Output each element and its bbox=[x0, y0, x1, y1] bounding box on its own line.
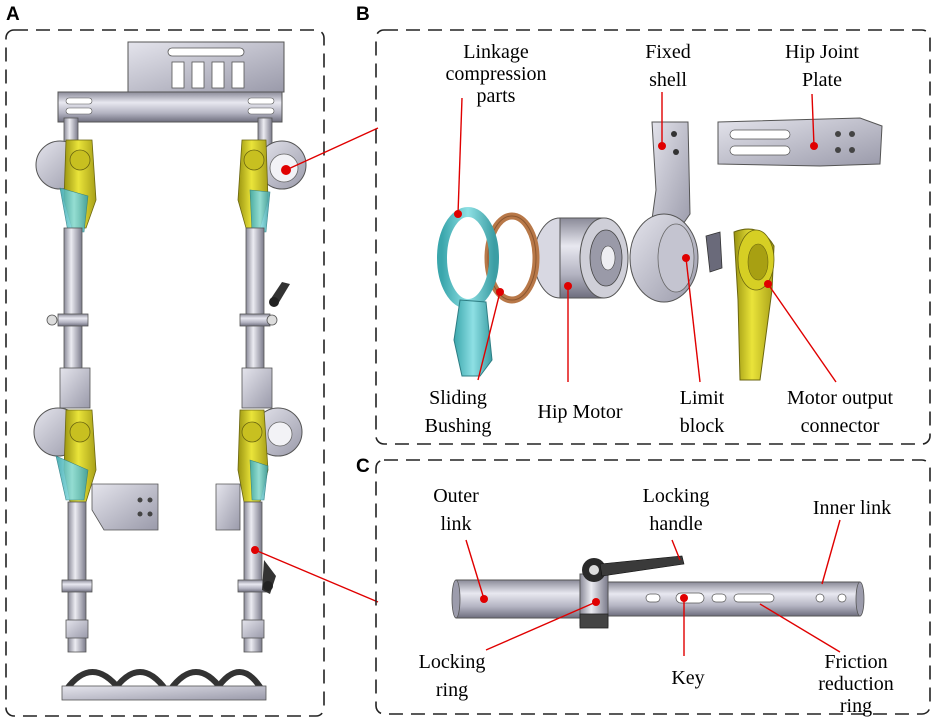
label-outer-1: Outer bbox=[433, 485, 479, 507]
leader-friction bbox=[759, 603, 841, 653]
label-hip-plate-1: Hip Joint bbox=[785, 41, 859, 63]
label-hip-plate-2: Plate bbox=[802, 69, 842, 91]
label-sliding-1: Sliding bbox=[429, 387, 487, 409]
panel-c: C bbox=[356, 456, 931, 717]
exoskeleton-frame-drawing bbox=[33, 41, 307, 701]
leader-motor-out bbox=[767, 283, 837, 383]
leader-locking-handle bbox=[671, 539, 681, 561]
label-fixed-shell-2: shell bbox=[649, 69, 687, 91]
panel-a-letter: A bbox=[6, 4, 20, 25]
connector-hip-to-b bbox=[285, 127, 379, 171]
label-friction-2: reduction bbox=[818, 673, 894, 695]
leader-linkage bbox=[457, 97, 463, 215]
label-sliding-2: Bushing bbox=[425, 415, 492, 437]
panel-c-letter: C bbox=[356, 456, 370, 477]
label-motor-out-2: connector bbox=[801, 415, 880, 437]
label-limit-1: Limit bbox=[680, 387, 725, 409]
leader-limit bbox=[685, 257, 701, 383]
leader-inner-link bbox=[821, 519, 841, 585]
leader-locking-ring bbox=[485, 601, 597, 651]
label-key: Key bbox=[671, 667, 704, 689]
label-linkage-3: parts bbox=[477, 85, 516, 107]
link-assembly-drawing bbox=[451, 555, 865, 629]
label-ring-2: ring bbox=[436, 679, 468, 701]
label-linkage-2: compression bbox=[445, 63, 546, 85]
panel-b: B bbox=[356, 4, 931, 445]
panel-b-frame bbox=[375, 29, 931, 445]
label-fixed-shell-1: Fixed bbox=[645, 41, 691, 63]
label-handle-2: handle bbox=[649, 513, 702, 535]
label-hip-motor: Hip Motor bbox=[538, 401, 623, 423]
label-handle-1: Locking bbox=[643, 485, 710, 507]
label-friction-3: ring bbox=[840, 695, 872, 717]
label-ring-1: Locking bbox=[419, 651, 486, 673]
panel-c-frame bbox=[375, 459, 931, 715]
panel-a-frame bbox=[5, 29, 325, 717]
label-linkage-1: Linkage bbox=[463, 41, 529, 63]
leader-sliding bbox=[477, 291, 501, 381]
connector-link-to-c bbox=[254, 549, 379, 603]
leader-hip-plate bbox=[811, 93, 815, 147]
label-outer-2: link bbox=[440, 513, 471, 535]
panel-a: A bbox=[5, 4, 325, 717]
label-motor-out-1: Motor output bbox=[787, 387, 894, 409]
panel-b-letter: B bbox=[356, 4, 370, 25]
label-limit-2: block bbox=[680, 415, 724, 437]
hip-joint-exploded-drawing bbox=[437, 117, 883, 381]
label-friction-1: Friction bbox=[824, 651, 887, 673]
leader-outer-link bbox=[465, 539, 485, 600]
label-inner-link: Inner link bbox=[813, 497, 891, 519]
